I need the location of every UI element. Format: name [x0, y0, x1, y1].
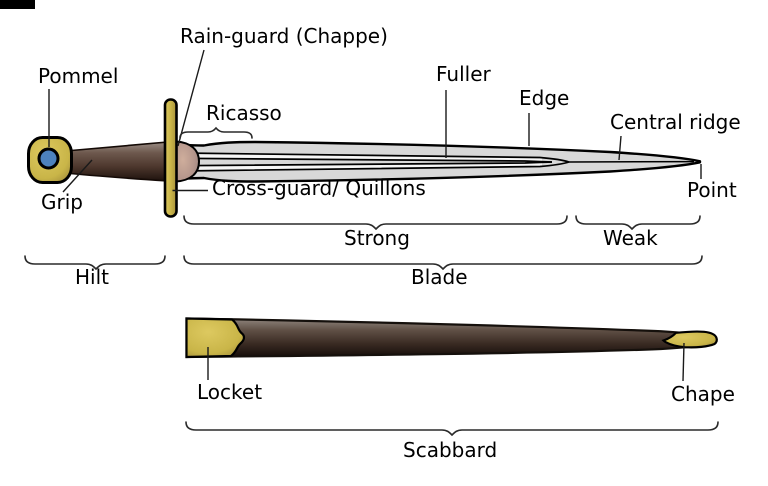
corner-artifact: [0, 0, 35, 9]
label-rain-guard: Rain-guard (Chappe): [180, 24, 388, 48]
pommel-inset-shape: [37, 147, 60, 170]
scabbard-brace: [185, 421, 719, 437]
label-point: Point: [687, 178, 737, 202]
strong-brace: [183, 215, 568, 231]
label-ricasso: Ricasso: [206, 101, 282, 125]
label-edge: Edge: [519, 86, 570, 110]
label-scabbard: Scabbard: [403, 438, 498, 462]
locket-shape: [185, 317, 246, 359]
label-blade: Blade: [411, 265, 468, 289]
label-grip: Grip: [41, 190, 83, 214]
label-strong: Strong: [344, 226, 410, 250]
braces: [24, 126, 719, 437]
grip-shape: [59, 141, 169, 182]
label-locket: Locket: [197, 380, 263, 404]
ricasso-brace: [179, 126, 253, 139]
weak-brace: [575, 215, 701, 231]
chape-shape: [661, 330, 718, 349]
blade-shape: [175, 140, 702, 183]
fuller-highlight-bottom: [179, 162, 543, 171]
hilt-brace: [24, 255, 166, 271]
fuller-lines: [179, 152, 570, 172]
chape-leader-line: [682, 342, 685, 382]
label-central-ridge: Central ridge: [610, 110, 741, 134]
label-chape: Chape: [671, 382, 735, 406]
label-hilt: Hilt: [75, 265, 109, 289]
label-cross-guard: Cross-guard/ Quillons: [212, 176, 426, 200]
label-fuller: Fuller: [436, 62, 491, 86]
central-ridge-leader-line: [618, 135, 622, 161]
rain-guard-leader-line: [177, 49, 205, 147]
scabbard-body-shape: [185, 317, 717, 359]
leader-lines: [48, 49, 702, 382]
grip-leader-line: [62, 159, 93, 193]
fuller-highlight-top: [179, 153, 543, 162]
label-pommel: Pommel: [38, 64, 119, 88]
cross-guard-shape: [163, 98, 178, 218]
label-weak: Weak: [603, 226, 658, 250]
blade-brace: [183, 255, 703, 271]
rain-guard-shape: [175, 140, 201, 183]
